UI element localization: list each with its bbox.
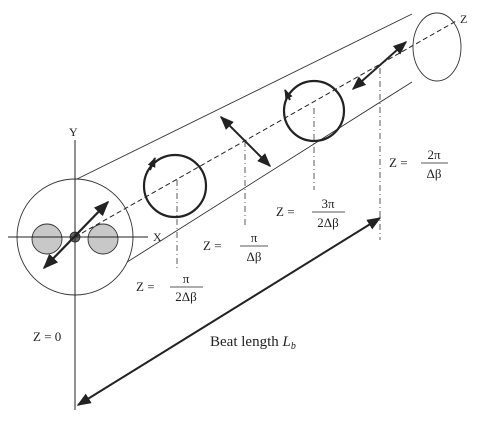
position-label-1: Z = π 2Δβ xyxy=(136,271,203,304)
position-label-2: Z = π Δβ xyxy=(203,230,268,264)
stress-rod-right xyxy=(87,223,119,255)
beat-length-label: Beat length Lb xyxy=(210,334,296,352)
x-axis-label: X xyxy=(153,230,162,244)
position-1-numerator: π xyxy=(183,271,190,286)
position-3-numerator: 3π xyxy=(321,196,335,211)
position-2-numerator: π xyxy=(251,230,258,245)
polarization-circular-3 xyxy=(282,79,346,143)
z-axis-label: Z xyxy=(460,12,467,26)
position-4-numerator: 2π xyxy=(427,147,441,162)
polarization-linear-origin xyxy=(42,200,110,270)
beat-length-symbol: L xyxy=(281,334,290,350)
position-1-denominator: 2Δβ xyxy=(175,289,197,304)
polarization-circular-1 xyxy=(142,153,208,219)
position-2-prefix: Z = xyxy=(203,238,222,253)
fiber-end-ellipse xyxy=(412,12,462,82)
position-2-denominator: Δβ xyxy=(247,249,262,264)
fiber-cylinder xyxy=(16,12,462,296)
position-3-prefix: Z = xyxy=(276,204,295,219)
position-label-3: Z = 3π 2Δβ xyxy=(276,196,345,230)
fiber-outline-top xyxy=(74,13,413,181)
z-axis xyxy=(74,19,459,238)
position-1-prefix: Z = xyxy=(136,279,155,294)
beat-length-arrow xyxy=(76,217,382,406)
origin-label: Z = 0 xyxy=(33,329,61,344)
y-axis-label: Y xyxy=(69,125,78,139)
position-3-denominator: 2Δβ xyxy=(317,215,339,230)
position-label-4: Z = 2π Δβ xyxy=(389,147,448,181)
position-4-prefix: Z = xyxy=(389,155,408,170)
beat-length-subscript: b xyxy=(291,341,296,352)
beat-length-text: Beat length xyxy=(210,334,282,350)
stress-rod-left xyxy=(31,223,63,255)
position-4-denominator: Δβ xyxy=(427,166,442,181)
polarization-linear-2 xyxy=(220,116,271,167)
polarization-linear-4 xyxy=(351,41,408,90)
